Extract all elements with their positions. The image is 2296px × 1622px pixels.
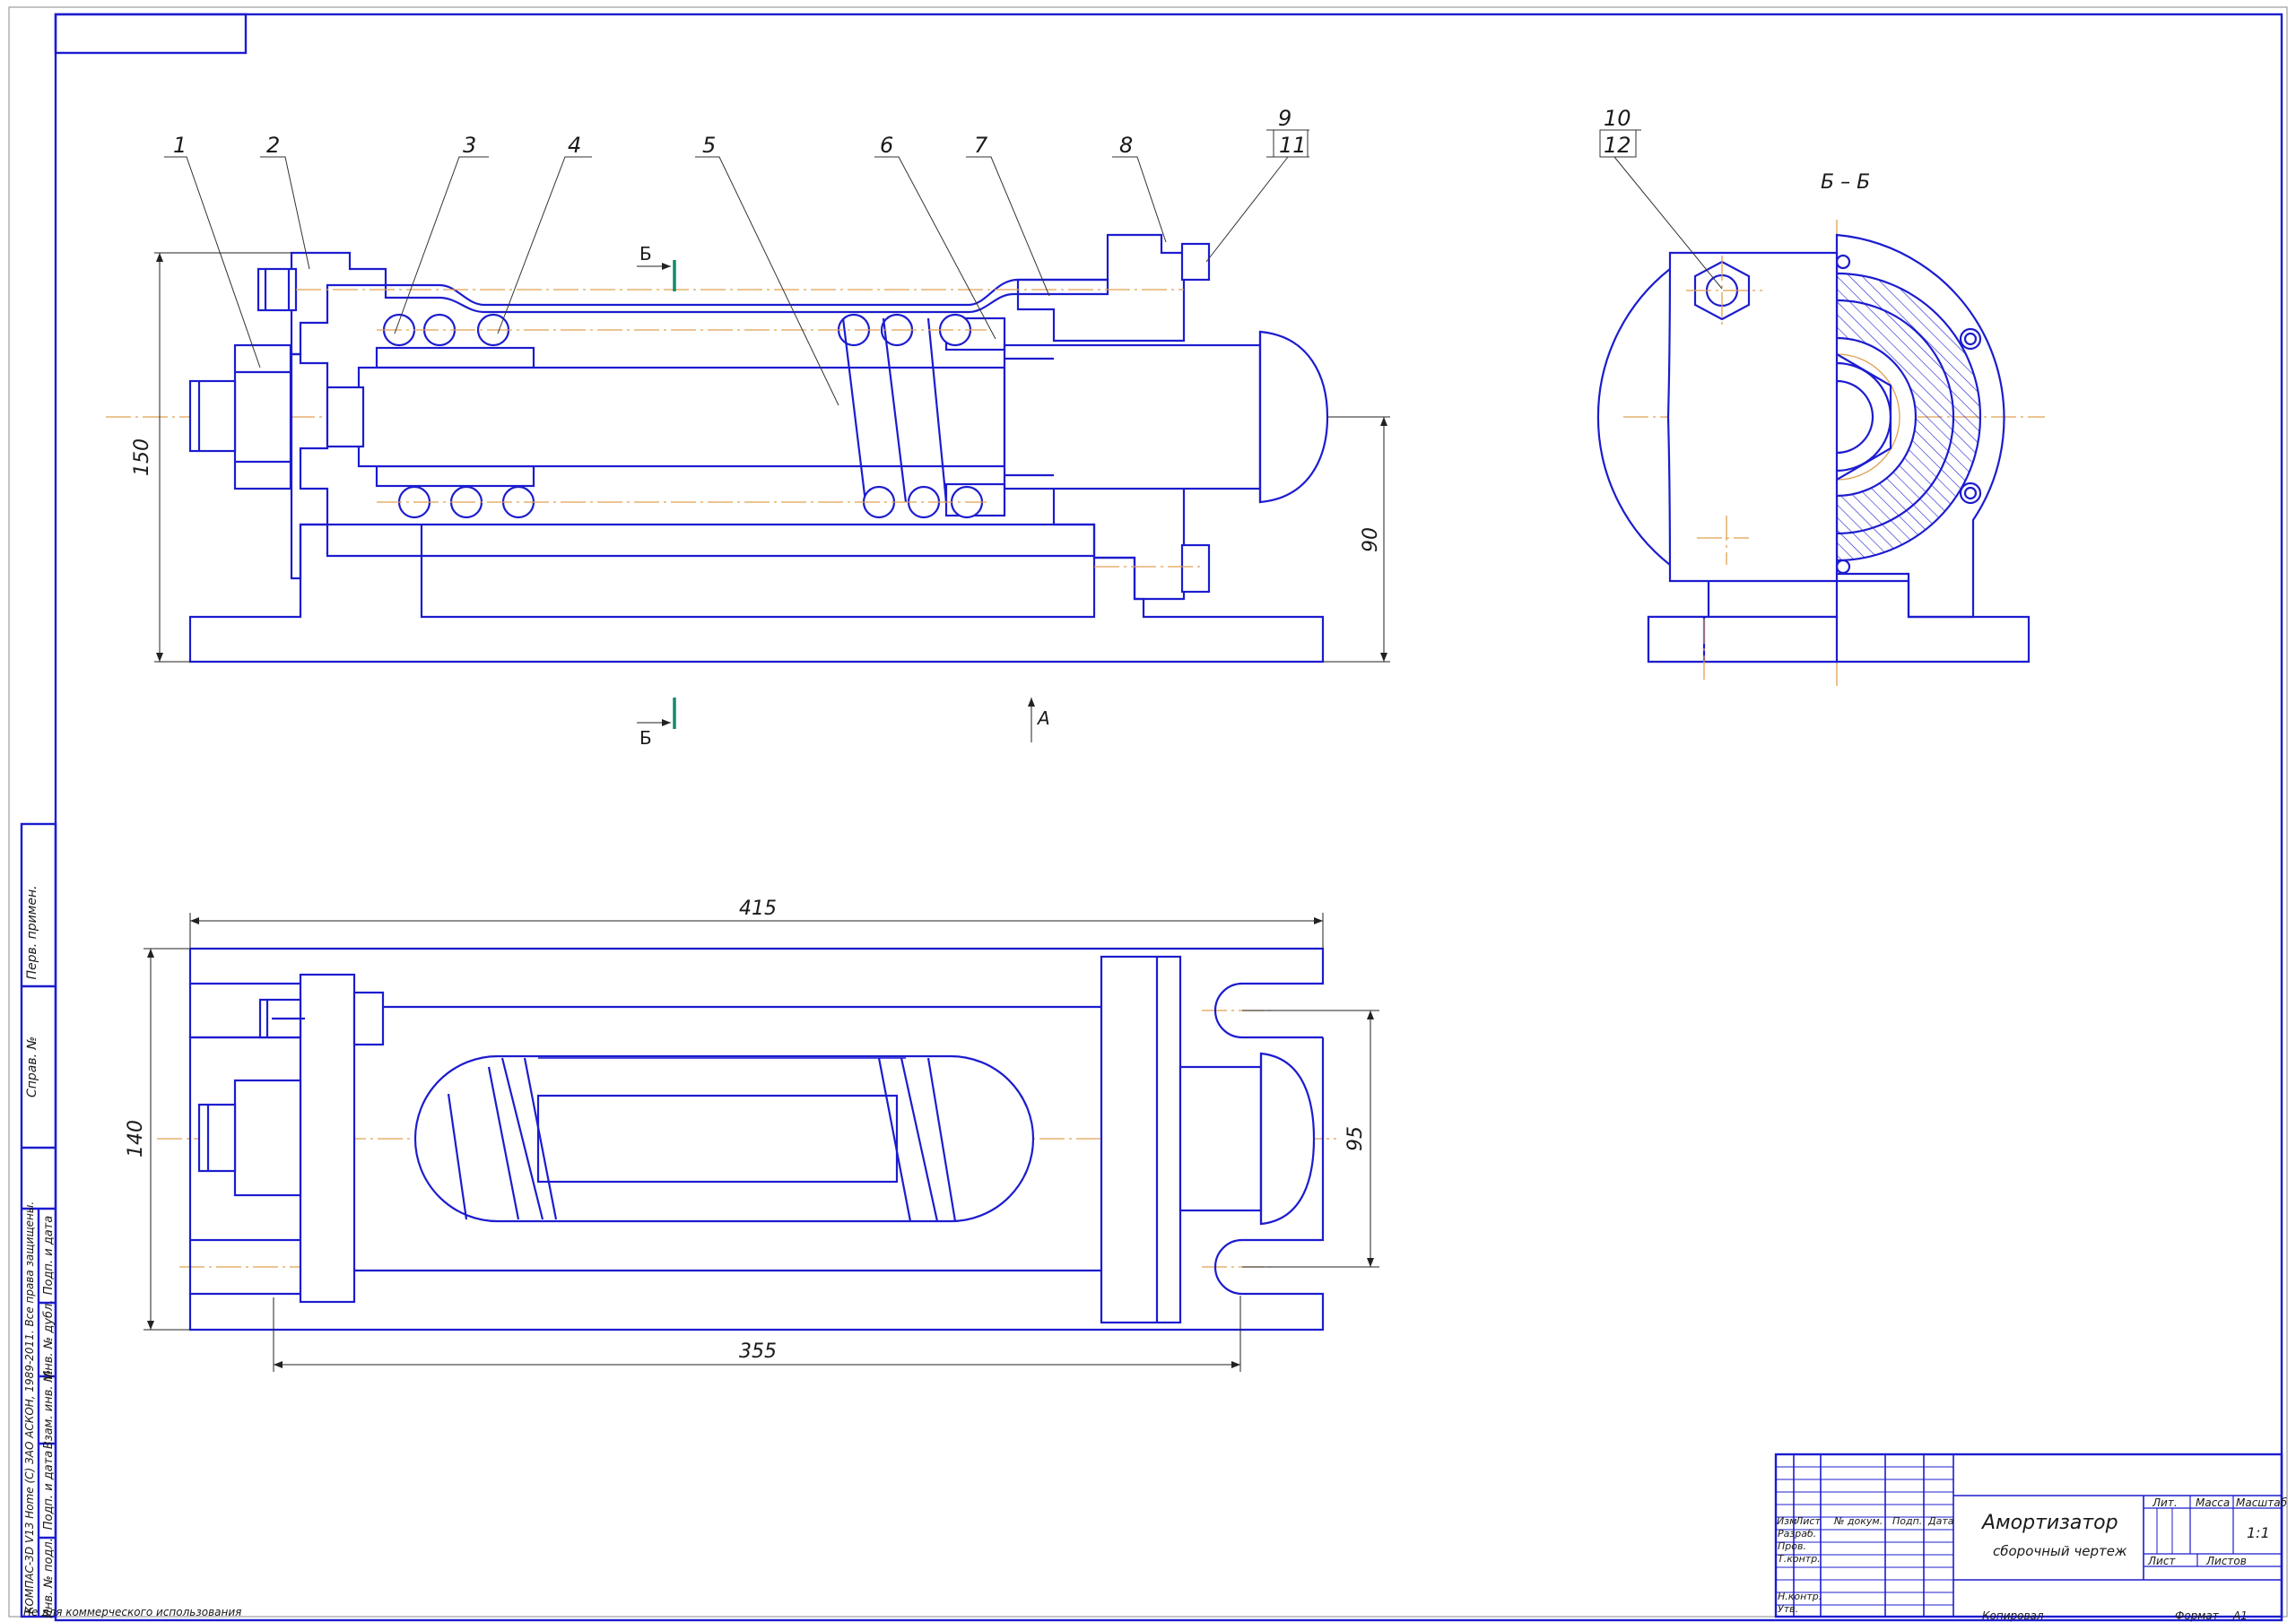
part-9-label: 9 bbox=[1278, 106, 1292, 131]
view-mark-a: А bbox=[1036, 707, 1050, 729]
part-8-label: 8 bbox=[1119, 133, 1133, 158]
tb-izm: Изм bbox=[1777, 1515, 1796, 1527]
tb-sheet: Лист bbox=[2147, 1555, 2176, 1567]
tb-podp: Подп. bbox=[1892, 1515, 1922, 1527]
inv-dubl-label: Инв. № дубл. bbox=[42, 1300, 56, 1380]
part-2-label: 2 bbox=[266, 133, 280, 158]
front-view bbox=[106, 233, 1329, 664]
dim-95: 95 bbox=[1344, 1126, 1367, 1151]
non-commercial-notice: Не для коммерческого использования bbox=[23, 1606, 241, 1618]
tb-razrab: Разраб. bbox=[1778, 1528, 1816, 1540]
part-3-label: 3 bbox=[463, 133, 476, 158]
podp-data-label: Подп. и дата bbox=[42, 1216, 56, 1296]
sprav-label: Справ. № bbox=[25, 1037, 39, 1097]
tb-tkontr: Т.контр. bbox=[1778, 1553, 1821, 1565]
part-7-label: 7 bbox=[974, 133, 988, 158]
title-block: Изм Лист № докум. Подп. Дата Разраб. Про… bbox=[1774, 1453, 2288, 1622]
inv-podl-label: Инв. № подл. bbox=[42, 1538, 56, 1618]
tb-copied: Копировал bbox=[1982, 1609, 2044, 1622]
part-1-label: 1 bbox=[173, 133, 187, 158]
side-strip: Перв. примен. Справ. № Подп. и дата Инв.… bbox=[20, 822, 241, 1618]
part-4-label: 4 bbox=[568, 133, 581, 158]
tb-prov: Пров. bbox=[1778, 1540, 1806, 1552]
sheet-frame bbox=[8, 6, 2288, 1622]
tb-dokum: № докум. bbox=[1833, 1515, 1883, 1527]
part-11-label: 11 bbox=[1279, 133, 1307, 158]
tb-sheets: Листов bbox=[2205, 1555, 2247, 1567]
plan-dimensions: 415 355 140 95 bbox=[125, 898, 1379, 1372]
software-notice: КОМПАС-3D V13 Home (С) ЗАО АСКОН, 1989-2… bbox=[23, 1201, 36, 1614]
section-view: Б – Б bbox=[1596, 171, 2045, 686]
tb-lit: Лит. bbox=[2152, 1496, 2178, 1509]
section-title: Б – Б bbox=[1821, 171, 1870, 194]
drawing-title: Амортизатор bbox=[1980, 1512, 2118, 1534]
tb-nkontr: Н.контр. bbox=[1778, 1591, 1822, 1602]
tb-data: Дата bbox=[1927, 1515, 1954, 1527]
perv-primen-label: Перв. примен. bbox=[25, 885, 39, 979]
tb-mass: Масса bbox=[2196, 1496, 2230, 1509]
dim-140: 140 bbox=[125, 1120, 147, 1158]
plan-view bbox=[157, 947, 1336, 1331]
tb-list: Лист bbox=[1795, 1515, 1821, 1527]
front-dimensions: 150 90 bbox=[131, 252, 1390, 663]
vzam-inv-label: Взам. инв. № bbox=[42, 1370, 56, 1449]
part-5-label: 5 bbox=[702, 133, 716, 158]
section-mark-top: Б bbox=[639, 243, 652, 265]
part-10-label: 10 bbox=[1604, 106, 1631, 131]
tb-utv: Утв. bbox=[1778, 1603, 1798, 1615]
drawing-subtitle: сборочный чертеж bbox=[1993, 1543, 2127, 1559]
dim-355: 355 bbox=[739, 1340, 777, 1363]
section-mark-bottom: Б bbox=[639, 727, 652, 749]
part-6-label: 6 bbox=[880, 133, 893, 158]
tb-format: Формат bbox=[2175, 1609, 2220, 1622]
tb-format-value: А1 bbox=[2232, 1609, 2248, 1622]
tb-scale-value: 1:1 bbox=[2247, 1524, 2270, 1541]
section-marks: Б Б А bbox=[637, 243, 1050, 749]
tb-scale: Масштаб bbox=[2236, 1496, 2288, 1509]
podp-data-label-2: Подп. и дата bbox=[42, 1451, 56, 1531]
part-callouts: 1 2 3 4 5 6 7 8 9 11 bbox=[164, 106, 1309, 406]
dim-415: 415 bbox=[739, 898, 777, 920]
dim-150: 150 bbox=[131, 438, 153, 476]
dim-90: 90 bbox=[1360, 527, 1382, 552]
part-12-label: 12 bbox=[1604, 133, 1631, 158]
section-callouts: 10 12 bbox=[1599, 106, 1723, 290]
